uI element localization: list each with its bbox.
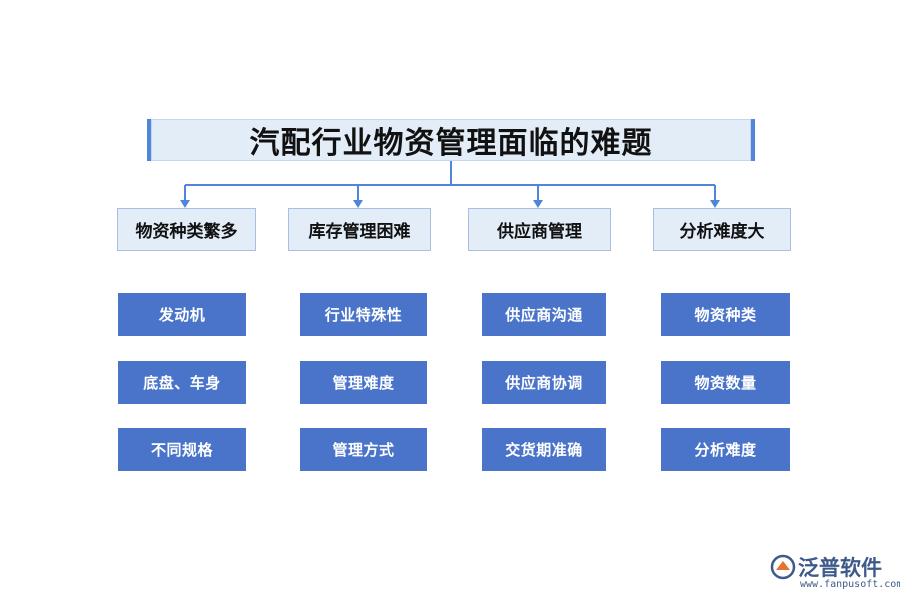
arrowhead-3 — [710, 200, 720, 208]
logo-name: 泛普软件 — [798, 556, 882, 580]
item-box: 行业特殊性 — [300, 293, 427, 336]
logo-icon — [770, 554, 796, 580]
item-box: 供应商沟通 — [482, 293, 606, 336]
arrowhead-1 — [353, 200, 363, 208]
category-box: 物资种类繁多 — [117, 208, 256, 251]
category-box: 分析难度大 — [653, 208, 791, 251]
category-box: 供应商管理 — [468, 208, 611, 251]
item-box: 管理方式 — [300, 428, 427, 471]
item-box: 物资数量 — [661, 361, 790, 404]
brand-logo: 泛普软件 www.fanpusoft.com — [770, 552, 900, 594]
diagram-title: 汽配行业物资管理面临的难题 — [147, 119, 755, 161]
item-box: 分析难度 — [661, 428, 790, 471]
item-box: 管理难度 — [300, 361, 427, 404]
item-box: 底盘、车身 — [118, 361, 246, 404]
item-box: 供应商协调 — [482, 361, 606, 404]
item-box: 交货期准确 — [482, 428, 606, 471]
item-box: 物资种类 — [661, 293, 790, 336]
logo-url: www.fanpusoft.com — [800, 579, 900, 590]
category-box: 库存管理困难 — [288, 208, 431, 251]
arrowhead-2 — [533, 200, 543, 208]
item-box: 不同规格 — [118, 428, 246, 471]
arrowhead-0 — [180, 200, 190, 208]
item-box: 发动机 — [118, 293, 246, 336]
